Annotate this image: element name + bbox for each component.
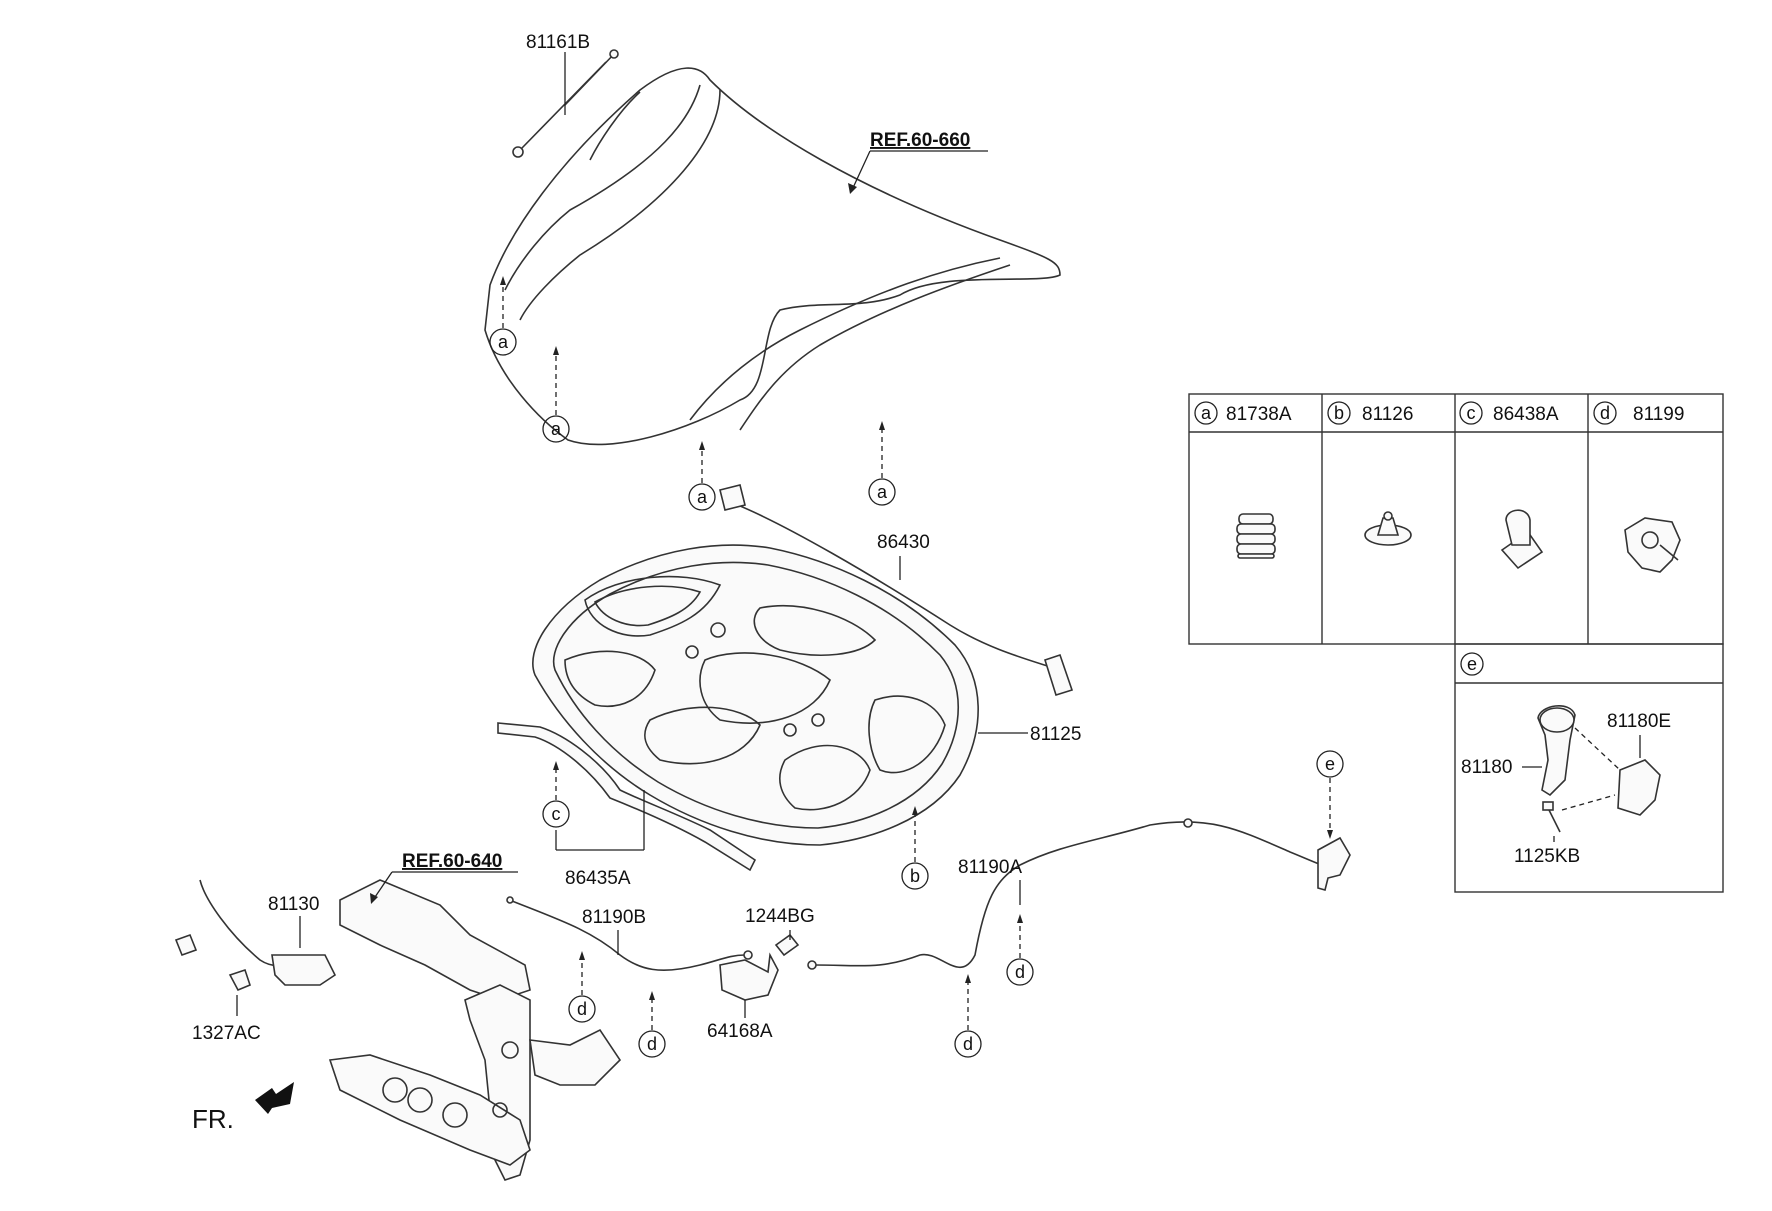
part-label-64168A: 64168A bbox=[707, 1021, 773, 1042]
svg-text:e: e bbox=[1467, 654, 1477, 674]
legend-part-81180E: 81180E bbox=[1607, 711, 1671, 732]
legend-cell-b: b 81126 bbox=[1327, 401, 1413, 546]
legend-cell-a: a 81738A bbox=[1194, 401, 1292, 559]
callout-a-2: a bbox=[542, 415, 570, 443]
front-panel bbox=[328, 879, 622, 1181]
svg-text:a: a bbox=[697, 487, 708, 507]
svg-text:d: d bbox=[577, 999, 587, 1019]
callout-b: b bbox=[901, 862, 929, 890]
gas-strut bbox=[512, 49, 619, 158]
svg-text:b: b bbox=[910, 866, 920, 886]
callout-d-1: d bbox=[568, 995, 596, 1023]
part-label-81161B: 81161B bbox=[526, 32, 590, 53]
part-label-81190B: 81190B bbox=[582, 907, 646, 928]
svg-text:a: a bbox=[498, 332, 509, 352]
part-label-86430: 86430 bbox=[877, 532, 930, 553]
part-label-81130: 81130 bbox=[268, 894, 319, 915]
part-label-86435A: 86435A bbox=[565, 868, 631, 889]
retainer-icon bbox=[1500, 509, 1544, 570]
legend-cell-e: e 81180E 81180 1125KB bbox=[1460, 652, 1671, 867]
bumper-stop-icon bbox=[1236, 513, 1276, 559]
front-indicator: FR. bbox=[192, 1104, 234, 1134]
clip-icon bbox=[1364, 511, 1412, 546]
hood-support-bracket bbox=[497, 722, 757, 872]
hood-insulator bbox=[532, 544, 979, 846]
handle-assembly-icon bbox=[1537, 705, 1661, 833]
callout-d-3: d bbox=[1006, 958, 1034, 986]
ref-label-panel: REF.60-640 bbox=[402, 851, 502, 872]
callout-c: c bbox=[542, 800, 570, 828]
hood-seal bbox=[719, 484, 1074, 697]
part-label-81125: 81125 bbox=[1030, 724, 1081, 745]
legend-part-86438A: 86438A bbox=[1493, 404, 1559, 425]
legend-part-1125KB: 1125KB bbox=[1514, 846, 1580, 867]
legend-part-81126: 81126 bbox=[1362, 404, 1413, 425]
callout-a-4: a bbox=[868, 478, 896, 506]
callout-a-3: a bbox=[688, 483, 716, 511]
callout-a-1: a bbox=[489, 328, 517, 356]
part-label-81190A: 81190A bbox=[958, 857, 1022, 878]
svg-text:c: c bbox=[1467, 403, 1476, 423]
part-label-1244BG: 1244BG bbox=[745, 906, 815, 927]
svg-text:d: d bbox=[1600, 403, 1610, 423]
svg-text:b: b bbox=[1334, 403, 1344, 423]
ref-label-hood: REF.60-660 bbox=[870, 130, 970, 151]
legend-table bbox=[1188, 393, 1724, 893]
legend-part-81180: 81180 bbox=[1461, 757, 1512, 778]
svg-text:a: a bbox=[551, 419, 562, 439]
svg-text:a: a bbox=[877, 482, 888, 502]
svg-text:d: d bbox=[1015, 962, 1025, 982]
svg-text:c: c bbox=[552, 804, 561, 824]
legend-cell-c: c 86438A bbox=[1459, 401, 1559, 570]
callout-d-2: d bbox=[638, 1030, 666, 1058]
svg-text:a: a bbox=[1201, 403, 1212, 423]
svg-text:d: d bbox=[963, 1034, 973, 1054]
cable-bracket bbox=[719, 933, 800, 1001]
release-cables bbox=[506, 818, 1335, 971]
legend-part-81199: 81199 bbox=[1633, 404, 1684, 425]
svg-text:e: e bbox=[1325, 754, 1335, 774]
hood-panel bbox=[484, 67, 1061, 446]
cable-clip-icon bbox=[1624, 517, 1681, 573]
hood-latch bbox=[174, 879, 337, 992]
callout-e: e bbox=[1316, 750, 1344, 778]
front-arrow-icon bbox=[255, 1082, 294, 1114]
part-label-1327AC: 1327AC bbox=[192, 1023, 261, 1044]
legend-cell-d: d 81199 bbox=[1593, 401, 1684, 573]
legend-part-81738A: 81738A bbox=[1226, 404, 1292, 425]
callout-d-4: d bbox=[954, 1030, 982, 1058]
release-handle bbox=[1317, 836, 1351, 891]
svg-text:d: d bbox=[647, 1034, 657, 1054]
